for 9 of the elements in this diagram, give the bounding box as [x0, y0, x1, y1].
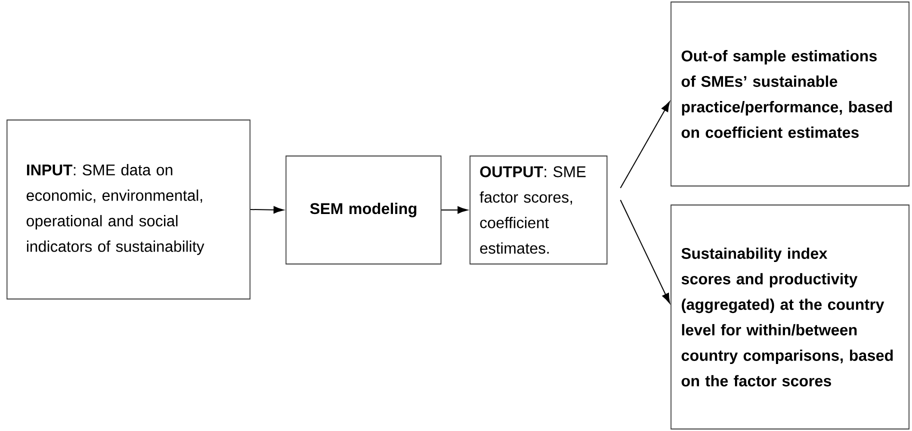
process-box: Out-of sample estimations of SMEs’ sustainable practice/performance, based on coefficient estimates	[670, 2, 910, 186]
process-box: OUTPUT: SME factor scores, coefficient estimates.	[470, 156, 608, 264]
arrow	[440, 206, 468, 214]
process-box: SEM modeling	[286, 156, 442, 264]
arrow	[620, 200, 670, 304]
process-box: INPUT: SME data on economic, environmental, operational and social indicators of sustainability	[6, 120, 250, 300]
arrow	[250, 206, 284, 214]
process-box: Sustainability index scores and productivity (aggregated) at the country level for within/between country comparisons, based on the factor scores	[670, 204, 910, 430]
arrow	[620, 102, 670, 188]
